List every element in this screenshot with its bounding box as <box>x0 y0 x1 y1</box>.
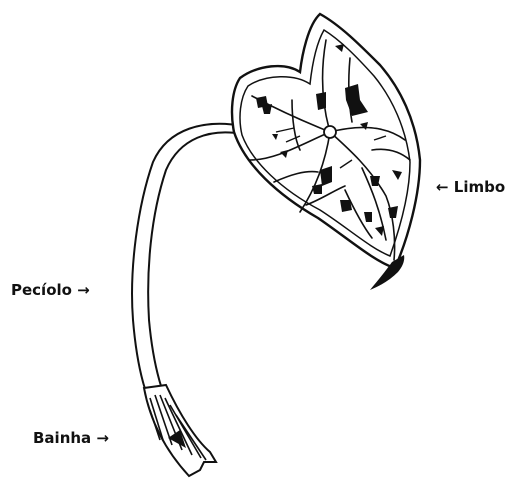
label-limbo: ← Limbo <box>436 178 505 196</box>
leaf-blade <box>232 14 420 290</box>
label-peciolo: Pecíolo → <box>11 281 90 299</box>
sheath <box>144 385 216 476</box>
petiole <box>132 124 243 475</box>
label-bainha: Bainha → <box>33 429 109 447</box>
